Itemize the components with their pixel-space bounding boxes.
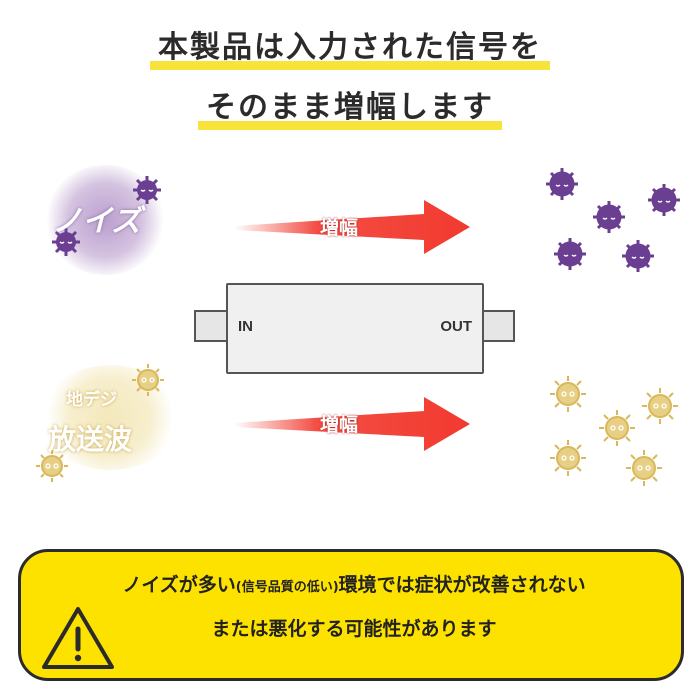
amplifier-device: IN OUT (226, 283, 484, 374)
noise-virus-icon (52, 228, 80, 256)
signal-label-large: 放送波 (48, 423, 133, 456)
noise-virus-icon (133, 176, 161, 204)
signal-label-small: 地デジ (66, 390, 117, 410)
warning-icon (42, 607, 114, 669)
notice-line-2: または悪化する可能性があります (211, 618, 497, 640)
noise-virus-icon (554, 238, 586, 270)
noise-label: ノイズ (52, 204, 142, 239)
amplify-arrow-top (234, 200, 470, 254)
input-port (194, 310, 228, 342)
signal-virus-icon (36, 450, 68, 482)
amplify-label-bottom: 増幅 (320, 414, 359, 436)
signal-virus-icon (550, 440, 586, 476)
signal-virus-icons-left (36, 364, 164, 482)
signal-virus-icon (132, 364, 164, 396)
headline-line-2: そのまま増幅します (0, 82, 700, 130)
headline-line-1: 本製品は入力された信号を (0, 22, 700, 70)
signal-virus-icon (642, 388, 678, 424)
notice-line-1: ノイズが多い(信号品質の低い)環境では症状が改善されない (122, 574, 586, 596)
noise-virus-icons-left (52, 176, 161, 256)
signal-virus-icon (626, 450, 662, 486)
amplify-arrow-bottom (234, 397, 470, 451)
out-label: OUT (440, 318, 472, 335)
noise-virus-icon (593, 201, 625, 233)
output-port (481, 310, 515, 342)
signal-virus-icon (599, 410, 635, 446)
in-label: IN (238, 318, 253, 335)
noise-virus-cluster-right (546, 168, 680, 272)
notice-box: ノイズが多い(信号品質の低い)環境では症状が改善されない または悪化する可能性が… (18, 549, 684, 681)
noise-virus-icon (622, 240, 654, 272)
signal-virus-icon (550, 376, 586, 412)
signal-virus-cluster-right (550, 376, 678, 486)
noise-virus-icon (648, 184, 680, 216)
noise-virus-icon (546, 168, 578, 200)
amplify-label-top: 増幅 (320, 217, 359, 239)
